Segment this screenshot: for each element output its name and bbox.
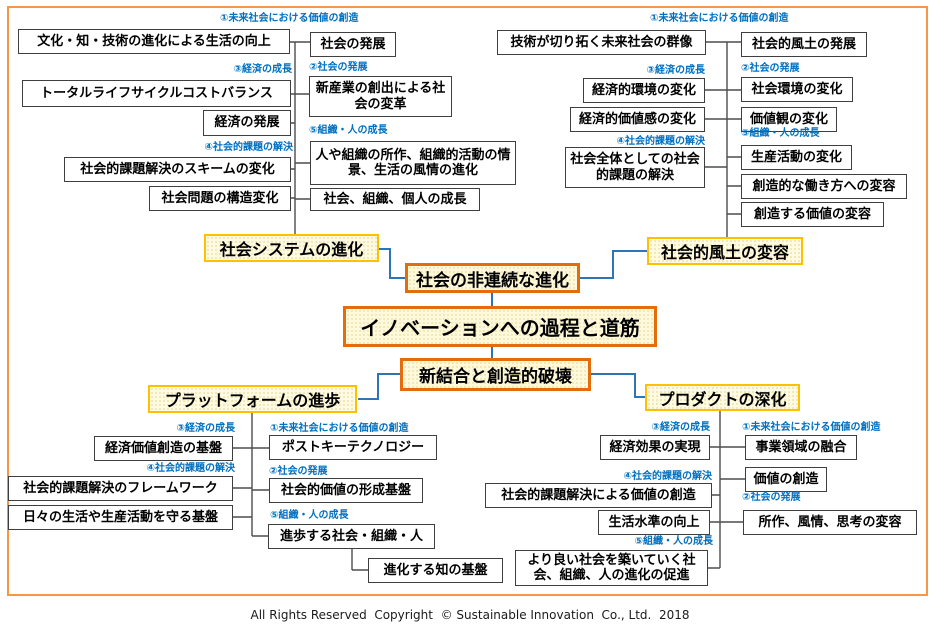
- item-box: 創造する価値の変容: [741, 202, 884, 227]
- center-lower-node: 新結合と創造的破壊: [400, 358, 591, 391]
- category-label-economy: ③経済の成長: [233, 64, 292, 75]
- category-label-society: ②社会の発展: [309, 62, 368, 73]
- item-box: 事業領域の融合: [745, 435, 857, 460]
- category-label-society: ②社会の発展: [741, 63, 800, 74]
- item-box: 価値の創造: [745, 467, 827, 492]
- footer-copyright: All Rights Reserved Copyright © Sustaina…: [250, 608, 690, 622]
- category-label-value-creation: ①未来社会における価値の創造: [742, 422, 881, 433]
- item-box: 所作、風情、思考の変容: [743, 510, 917, 535]
- item-box: 経済の発展: [203, 110, 291, 136]
- item-box: 文化・知・技術の進化による生活の向上: [18, 29, 290, 54]
- category-label-social-issues: ④社会的課題の解決: [616, 136, 705, 147]
- item-box: 人や組織の所作、組織的活動の情景、生活の風情の進化: [310, 141, 516, 185]
- item-box: 社会的風土の発展: [741, 32, 867, 57]
- item-box: 社会環境の変化: [741, 77, 853, 102]
- item-box: 進歩する社会・組織・人: [268, 524, 435, 549]
- item-box: 技術が切り拓く未来社会の群像: [497, 30, 706, 55]
- category-label-org-people: ⑤組織・人の成長: [741, 128, 820, 139]
- center-link-paths: [358, 248, 647, 400]
- center-upper-node: 社会の非連続な進化: [405, 263, 580, 293]
- item-box: 社会全体としての社会的課題の解決: [565, 147, 705, 188]
- item-box: 創造的な働き方への変容: [741, 174, 907, 199]
- item-box: 新産業の創出による社会の変革: [309, 76, 452, 117]
- category-label-org-people: ⑤組織・人の成長: [270, 510, 349, 521]
- item-box: 価値観の変化: [741, 107, 837, 132]
- item-box: 経済効果の実現: [600, 435, 710, 460]
- item-box: 生活水準の向上: [598, 510, 710, 535]
- category-label-social-issues: ④社会的課題の解決: [623, 471, 712, 482]
- category-label-economy: ③経済の成長: [646, 65, 705, 76]
- category-label-org-people: ⑤組織・人の成長: [634, 536, 713, 547]
- item-box: 経済的価値感の変化: [570, 107, 705, 132]
- branch-node-social-system: 社会システムの進化: [204, 234, 379, 262]
- item-box: 社会、組織、個人の成長: [310, 188, 480, 211]
- item-box: 社会問題の構造変化: [149, 186, 291, 211]
- item-box: 社会的課題解決のスキームの変化: [64, 157, 291, 182]
- category-label-org-people: ⑤組織・人の成長: [309, 125, 388, 136]
- branch-node-product: プロダクトの深化: [645, 384, 800, 411]
- outer-frame: [7, 6, 928, 596]
- category-label-social-issues: ④社会的課題の解決: [204, 142, 293, 153]
- category-label-economy: ③経済の成長: [176, 423, 235, 434]
- item-box: 生産活動の変化: [741, 145, 852, 170]
- category-label-value-creation: ①未来社会における価値の創造: [270, 423, 409, 434]
- branch-node-social-climate: 社会的風土の変容: [647, 237, 803, 265]
- item-box: トータルライフサイクルコストバランス: [22, 80, 291, 107]
- item-box: 社会的課題解決による価値の創造: [485, 483, 712, 508]
- page-title: イノベーションへの過程と道筋: [343, 306, 657, 347]
- tree-connector-paths: [233, 41, 745, 571]
- category-label-value-creation: ①未来社会における価値の創造: [220, 13, 359, 24]
- item-box: 進化する知の基盤: [368, 558, 503, 583]
- item-box: より良い社会を築いていく社会、組織、人の進化の促進: [515, 550, 708, 586]
- item-box: 社会の発展: [310, 32, 396, 57]
- branch-node-platform: プラットフォームの進歩: [148, 385, 357, 413]
- item-box: ポストキーテクノロジー: [269, 435, 437, 460]
- category-label-social-issues: ④社会的課題の解決: [146, 463, 235, 474]
- item-box: 経済価値創造の基盤: [94, 436, 233, 461]
- category-label-society: ②社会の発展: [742, 492, 801, 503]
- category-label-society: ②社会の発展: [269, 466, 328, 477]
- category-label-value-creation: ①未来社会における価値の創造: [650, 13, 789, 24]
- item-box: 社会的価値の形成基盤: [269, 478, 423, 503]
- item-box: 社会的課題解決のフレームワーク: [8, 476, 233, 501]
- item-box: 経済的環境の変化: [583, 78, 705, 103]
- item-box: 日々の生活や生産活動を守る基盤: [8, 505, 233, 530]
- category-label-economy: ③経済の成長: [651, 422, 710, 433]
